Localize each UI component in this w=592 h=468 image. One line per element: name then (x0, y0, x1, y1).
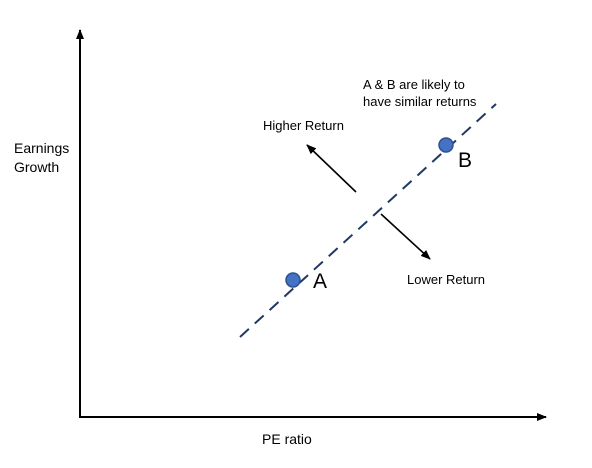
point-b-label: B (458, 149, 472, 172)
similar-returns-note-line2: have similar returns (363, 94, 477, 109)
point-a-marker (285, 272, 301, 288)
point-b-marker (438, 137, 454, 153)
lower-return-arrow (380, 213, 431, 260)
x-axis-label: PE ratio (262, 431, 312, 447)
higher-return-label: Higher Return (263, 118, 344, 133)
point-a-label: A (313, 270, 327, 293)
similar-returns-note-line1: A & B are likely to (363, 77, 465, 92)
y-axis-label-line1: Earnings (14, 140, 69, 156)
lower-return-label: Lower Return (407, 272, 485, 287)
trend-line (239, 103, 497, 338)
y-axis-label-line2: Growth (14, 159, 59, 175)
higher-return-arrow (306, 144, 357, 193)
